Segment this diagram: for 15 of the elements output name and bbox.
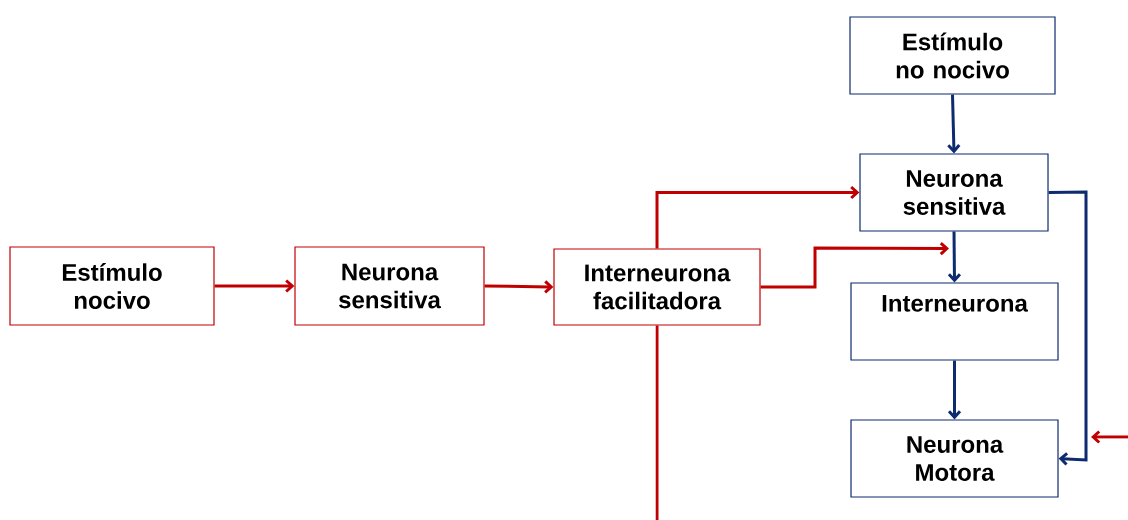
process-box: Neurona Motora — [850, 419, 1059, 498]
process-box: Neurona sensitiva — [859, 153, 1049, 232]
arrow — [947, 231, 962, 283]
process-box: Interneurona — [850, 282, 1059, 361]
arrow — [484, 280, 554, 294]
arrow — [1048, 190, 1088, 466]
arrow — [947, 360, 962, 420]
arrow — [214, 279, 295, 293]
arrow — [760, 241, 949, 289]
process-box: Neurona sensitiva — [294, 246, 485, 326]
process-box: Interneurona facilitadora — [553, 248, 761, 326]
arrow — [655, 185, 860, 249]
process-box: Estímulo nocivo — [9, 246, 215, 326]
process-box: Estímulo no nocivo — [849, 16, 1056, 95]
arrow — [947, 94, 961, 154]
